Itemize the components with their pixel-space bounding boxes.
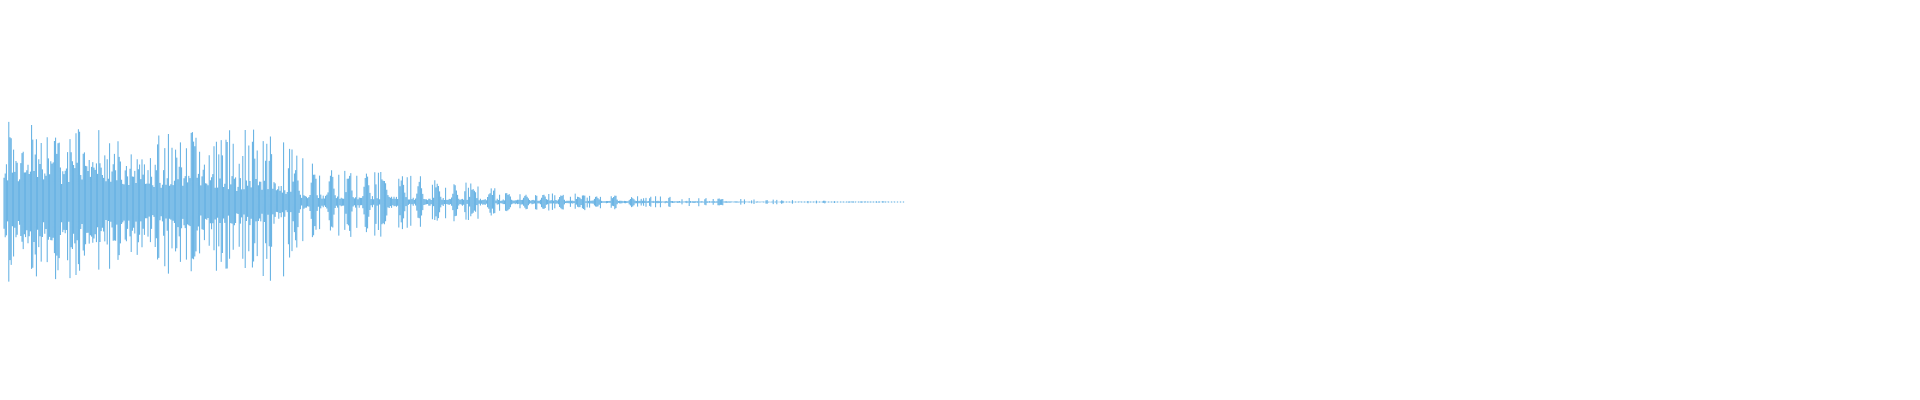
- waveform-lines: [3, 121, 905, 282]
- waveform-path: [3, 121, 905, 282]
